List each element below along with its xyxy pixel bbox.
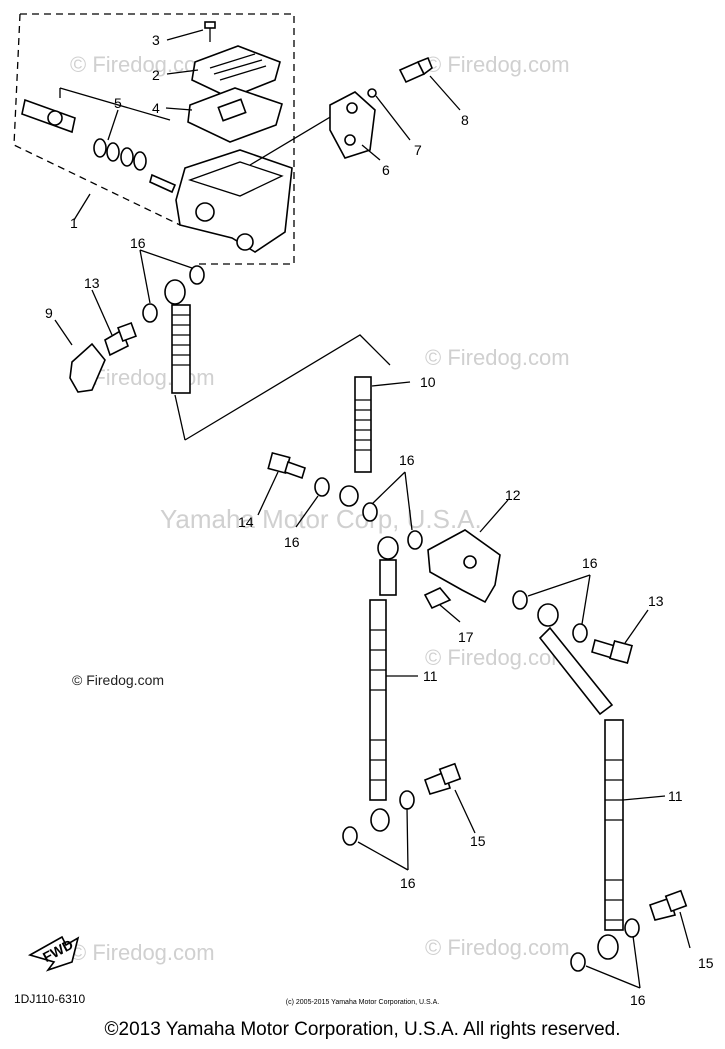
- watermark-firedog: © Firedog.com: [70, 52, 215, 77]
- union-bolt-15: [648, 889, 688, 921]
- callout-16: 16: [130, 235, 146, 251]
- diagram-code: 1DJ110-6310: [14, 992, 86, 1006]
- boot-9: [69, 342, 106, 393]
- copper-washer-16: [342, 790, 415, 846]
- callout-11: 11: [668, 788, 683, 804]
- callout-11: 11: [423, 668, 438, 684]
- brake-hose-11-left: [369, 536, 399, 832]
- watermark-firedog: © Firedog.com: [425, 935, 570, 960]
- diaphragm-4: [187, 87, 283, 143]
- copper-washer-16: [570, 918, 640, 972]
- callout-12: 12: [505, 487, 521, 503]
- copper-washer-16: [142, 265, 205, 323]
- leader-lines: [54, 29, 691, 989]
- callout-2: 2: [152, 67, 160, 83]
- brake-hose-upper-fitting: [164, 279, 391, 441]
- callout-labels: 1 2 3 4 5 6 7 8 9 10 11 11 12 13 13 14 1…: [45, 32, 714, 1008]
- holder-6: [329, 91, 376, 159]
- watermark-yamaha: Yamaha Motor Corp, U.S.A.: [160, 504, 482, 534]
- callout-10: 10: [420, 374, 436, 390]
- joint-12: [427, 529, 501, 604]
- watermark-firedog-dark: © Firedog.com: [72, 672, 164, 688]
- small-copyright: (c) 2005-2015 Yamaha Motor Corporation, …: [285, 999, 440, 1006]
- brake-hose-10: [339, 376, 372, 507]
- copper-washer-16: [512, 590, 588, 643]
- union-bolt-13: [591, 638, 634, 665]
- callout-16: 16: [399, 452, 415, 468]
- callout-7: 7: [414, 142, 422, 158]
- master-cylinder-body: [175, 109, 343, 253]
- callout-15: 15: [470, 833, 486, 849]
- callout-1: 1: [70, 215, 78, 231]
- callout-5: 5: [114, 95, 122, 111]
- copper-washer-16: [314, 477, 423, 550]
- callout-16: 16: [582, 555, 598, 571]
- reservoir-cap-2: [191, 45, 281, 99]
- callout-17: 17: [458, 629, 474, 645]
- screw-3: [204, 21, 216, 42]
- watermark-firedog: © Firedog.com: [70, 940, 215, 965]
- bolt-8: [398, 56, 433, 84]
- washer-7: [367, 88, 377, 98]
- callout-6: 6: [382, 162, 390, 178]
- callout-13: 13: [648, 593, 664, 609]
- callout-3: 3: [152, 32, 160, 48]
- callout-9: 9: [45, 305, 53, 321]
- callout-8: 8: [461, 112, 469, 128]
- union-bolt-13: [104, 322, 137, 357]
- bolt-17: [423, 587, 452, 610]
- callout-16: 16: [400, 875, 416, 891]
- brake-hose-11-right: [537, 603, 624, 960]
- watermark-firedog: © Firedog.com: [425, 52, 570, 77]
- callout-14: 14: [238, 514, 254, 530]
- callout-16: 16: [630, 992, 646, 1008]
- callout-16: 16: [284, 534, 300, 550]
- callout-13: 13: [84, 275, 100, 291]
- watermark-firedog: © Firedog.com: [425, 345, 570, 370]
- union-bolt-15: [423, 762, 462, 795]
- union-bolt-14: [267, 451, 306, 480]
- copyright-notice: ©2013 Yamaha Motor Corporation, U.S.A. A…: [104, 1019, 621, 1040]
- watermark-firedog: © Firedog.com: [425, 645, 570, 670]
- callout-15: 15: [698, 955, 714, 971]
- piston-kit-5: [21, 87, 177, 194]
- callout-4: 4: [152, 100, 160, 116]
